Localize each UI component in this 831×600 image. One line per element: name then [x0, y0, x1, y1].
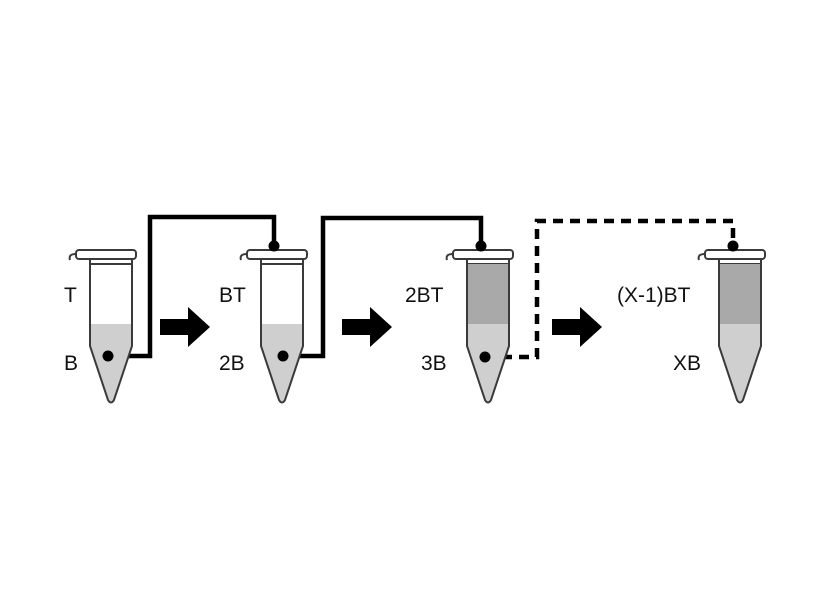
- dot-tube-2-bottom: [277, 350, 289, 362]
- tube-3-top-phase: [467, 264, 509, 324]
- tube-1-bottom-label: B: [64, 352, 78, 375]
- tube-2-top-label: BT: [219, 284, 246, 307]
- arrow-3-icon: [552, 307, 602, 347]
- tube-2-bottom-label: 2B: [219, 352, 245, 375]
- tube-1-top-label: T: [64, 284, 77, 307]
- arrow-1-icon: [160, 307, 210, 347]
- tube-4-top-phase: [719, 264, 761, 324]
- connector-dots: [102, 240, 739, 363]
- dot-tube-3-bottom: [479, 351, 491, 363]
- connector-1: [108, 214, 277, 359]
- tube-4-top-label: (X-1)BT: [617, 284, 691, 307]
- tube-3: 2BT 3B: [405, 249, 514, 404]
- connector-3-dashed: [485, 218, 736, 360]
- tube-2: BT 2B: [219, 249, 308, 404]
- dot-tube-1-bottom: [102, 350, 114, 362]
- tube-1-bottom-phase: [90, 324, 132, 403]
- arrow-2-icon: [342, 307, 392, 347]
- tube-4-bottom-phase: [719, 324, 761, 403]
- connector-2: [283, 215, 484, 359]
- tube-3-bottom-label: 3B: [421, 352, 447, 375]
- tube-3-bottom-phase: [467, 324, 509, 403]
- tube-4-bottom-label: XB: [673, 352, 701, 375]
- dot-tube-3-cap: [475, 240, 487, 252]
- tube-2-bottom-phase: [261, 324, 303, 403]
- tube-4: (X-1)BT XB: [617, 249, 766, 404]
- connector-group: [108, 214, 736, 360]
- dot-tube-4-cap: [727, 240, 739, 252]
- tube-1: T B: [64, 249, 137, 404]
- dot-tube-2-cap: [268, 240, 280, 252]
- tube-3-top-label: 2BT: [405, 284, 444, 307]
